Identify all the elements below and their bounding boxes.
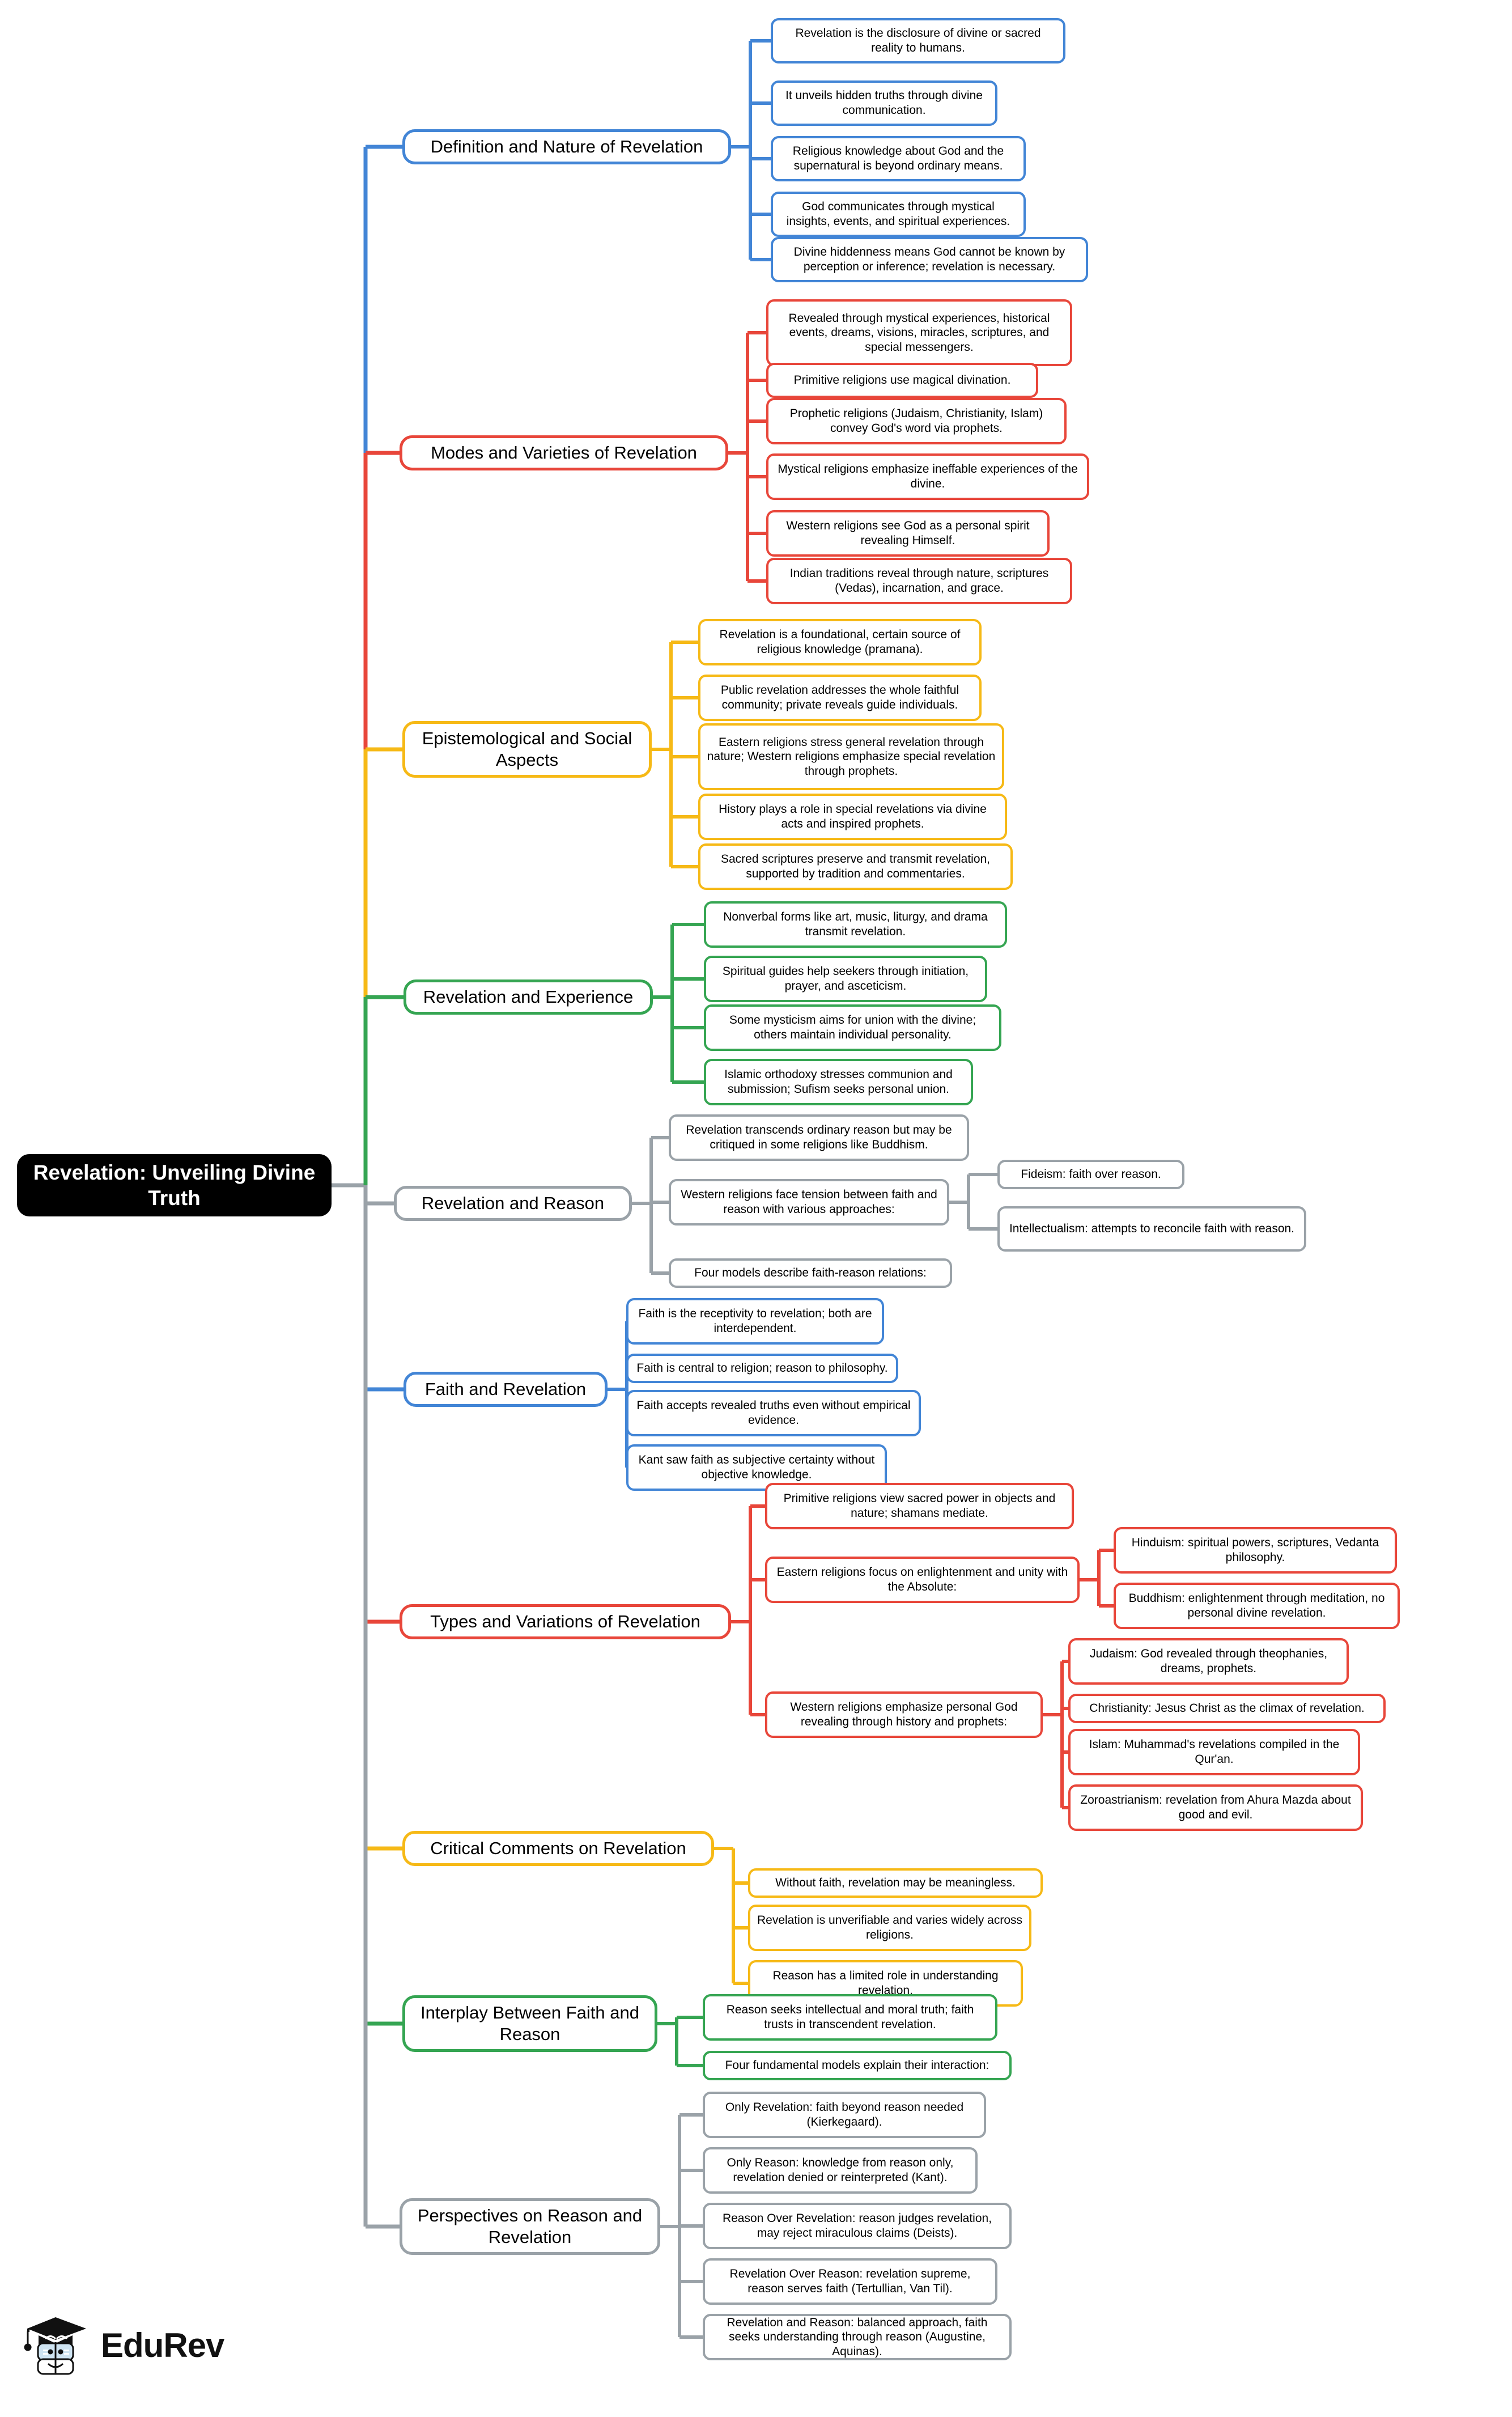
leaf-node-0-2[interactable]: Religious knowledge about God and the su… bbox=[771, 136, 1026, 181]
branch-node-7[interactable]: Critical Comments on Revelation bbox=[402, 1831, 714, 1866]
leaf-node-6-0[interactable]: Primitive religions view sacred power in… bbox=[765, 1483, 1074, 1529]
leaf-node-9-3[interactable]: Revelation Over Reason: revelation supre… bbox=[703, 2258, 997, 2305]
leaf-node-8-0[interactable]: Reason seeks intellectual and moral trut… bbox=[703, 1994, 997, 2041]
branch-node-2[interactable]: Epistemological and Social Aspects bbox=[402, 721, 652, 778]
subleaf-node-4-1-1[interactable]: Intellectualism: attempts to reconcile f… bbox=[997, 1206, 1306, 1252]
leaf-node-7-0[interactable]: Without faith, revelation may be meaning… bbox=[748, 1868, 1043, 1898]
subleaf-node-6-1-1[interactable]: Buddhism: enlightenment through meditati… bbox=[1114, 1583, 1400, 1629]
graduation-cap-mascot-icon bbox=[23, 2313, 91, 2378]
branch-node-4[interactable]: Revelation and Reason bbox=[394, 1186, 632, 1221]
leaf-node-0-3[interactable]: God communicates through mystical insigh… bbox=[771, 192, 1026, 237]
leaf-node-1-0[interactable]: Revealed through mystical experiences, h… bbox=[766, 299, 1072, 366]
leaf-node-3-1[interactable]: Spiritual guides help seekers through in… bbox=[704, 956, 987, 1002]
leaf-node-4-1[interactable]: Western religions face tension between f… bbox=[669, 1179, 949, 1226]
leaf-node-9-0[interactable]: Only Revelation: faith beyond reason nee… bbox=[703, 2092, 986, 2138]
leaf-node-8-1[interactable]: Four fundamental models explain their in… bbox=[703, 2051, 1012, 2080]
subleaf-node-6-2-1[interactable]: Christianity: Jesus Christ as the climax… bbox=[1068, 1694, 1386, 1723]
leaf-node-4-2[interactable]: Four models describe faith-reason relati… bbox=[669, 1258, 952, 1288]
branch-node-0[interactable]: Definition and Nature of Revelation bbox=[402, 129, 731, 164]
subleaf-node-6-1-0[interactable]: Hinduism: spiritual powers, scriptures, … bbox=[1114, 1527, 1397, 1574]
root-node[interactable]: Revelation: Unveiling Divine Truth bbox=[17, 1154, 332, 1216]
branch-node-5[interactable]: Faith and Revelation bbox=[404, 1372, 608, 1407]
leaf-node-3-3[interactable]: Islamic orthodoxy stresses communion and… bbox=[704, 1059, 973, 1105]
leaf-node-9-4[interactable]: Revelation and Reason: balanced approach… bbox=[703, 2314, 1012, 2360]
leaf-node-6-2[interactable]: Western religions emphasize personal God… bbox=[765, 1691, 1043, 1738]
branch-node-9[interactable]: Perspectives on Reason and Revelation bbox=[400, 2198, 660, 2255]
leaf-node-0-1[interactable]: It unveils hidden truths through divine … bbox=[771, 80, 997, 126]
leaf-node-5-3[interactable]: Kant saw faith as subjective certainty w… bbox=[626, 1444, 887, 1491]
leaf-node-5-2[interactable]: Faith accepts revealed truths even witho… bbox=[626, 1390, 921, 1436]
edurev-logo: EduRev bbox=[23, 2313, 224, 2378]
subleaf-node-6-2-2[interactable]: Islam: Muhammad's revelations compiled i… bbox=[1068, 1729, 1360, 1775]
leaf-node-9-2[interactable]: Reason Over Revelation: reason judges re… bbox=[703, 2203, 1012, 2249]
leaf-node-1-5[interactable]: Indian traditions reveal through nature,… bbox=[766, 558, 1072, 604]
leaf-node-2-2[interactable]: Eastern religions stress general revelat… bbox=[698, 723, 1004, 790]
leaf-node-6-1[interactable]: Eastern religions focus on enlightenment… bbox=[765, 1557, 1080, 1603]
branch-node-1[interactable]: Modes and Varieties of Revelation bbox=[400, 435, 728, 470]
leaf-node-2-0[interactable]: Revelation is a foundational, certain so… bbox=[698, 619, 982, 665]
leaf-node-0-4[interactable]: Divine hiddenness means God cannot be kn… bbox=[771, 237, 1088, 282]
leaf-node-0-0[interactable]: Revelation is the disclosure of divine o… bbox=[771, 18, 1065, 63]
leaf-node-1-3[interactable]: Mystical religions emphasize ineffable e… bbox=[766, 453, 1089, 500]
leaf-node-3-0[interactable]: Nonverbal forms like art, music, liturgy… bbox=[704, 901, 1007, 948]
leaf-node-1-2[interactable]: Prophetic religions (Judaism, Christiani… bbox=[766, 398, 1067, 444]
leaf-node-9-1[interactable]: Only Reason: knowledge from reason only,… bbox=[703, 2147, 978, 2194]
leaf-node-1-1[interactable]: Primitive religions use magical divinati… bbox=[766, 363, 1038, 398]
leaf-node-2-3[interactable]: History plays a role in special revelati… bbox=[698, 794, 1007, 840]
leaf-node-4-0[interactable]: Revelation transcends ordinary reason bu… bbox=[669, 1114, 969, 1161]
subleaf-node-4-1-0[interactable]: Fideism: faith over reason. bbox=[997, 1160, 1184, 1189]
leaf-node-2-1[interactable]: Public revelation addresses the whole fa… bbox=[698, 675, 982, 721]
branch-node-3[interactable]: Revelation and Experience bbox=[404, 979, 653, 1015]
subleaf-node-6-2-0[interactable]: Judaism: God revealed through theophanie… bbox=[1068, 1638, 1349, 1685]
branch-node-8[interactable]: Interplay Between Faith and Reason bbox=[402, 1995, 657, 2052]
branch-node-6[interactable]: Types and Variations of Revelation bbox=[400, 1604, 731, 1639]
edurev-wordmark: EduRev bbox=[101, 2326, 224, 2364]
leaf-node-7-1[interactable]: Revelation is unverifiable and varies wi… bbox=[748, 1905, 1031, 1951]
leaf-node-3-2[interactable]: Some mysticism aims for union with the d… bbox=[704, 1004, 1001, 1051]
leaf-node-5-0[interactable]: Faith is the receptivity to revelation; … bbox=[626, 1298, 884, 1345]
subleaf-node-6-2-3[interactable]: Zoroastrianism: revelation from Ahura Ma… bbox=[1068, 1784, 1363, 1831]
leaf-node-5-1[interactable]: Faith is central to religion; reason to … bbox=[626, 1354, 898, 1383]
leaf-node-2-4[interactable]: Sacred scriptures preserve and transmit … bbox=[698, 843, 1013, 890]
leaf-node-1-4[interactable]: Western religions see God as a personal … bbox=[766, 510, 1050, 557]
